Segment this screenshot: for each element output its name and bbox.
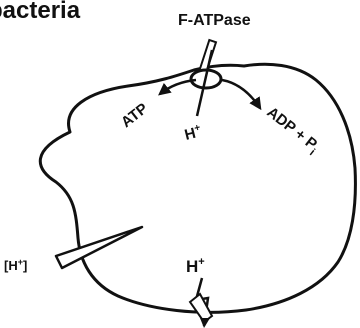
proton-channel-icon xyxy=(188,277,214,328)
proton-inner-label: H+ xyxy=(183,122,204,144)
atp-label: ATP xyxy=(118,100,151,131)
proton-flux-line xyxy=(195,49,214,117)
title-fragment: bacteria xyxy=(0,0,81,24)
cell-membrane xyxy=(38,62,357,314)
micropipette-icon xyxy=(54,225,144,270)
proton-channel-label: H+ xyxy=(186,256,205,276)
external-proton-label: [H+] xyxy=(4,257,27,273)
f-atpase-label: F-ATPase xyxy=(178,12,251,29)
arrow-to-adp xyxy=(221,78,262,111)
arrow-to-atp xyxy=(158,78,197,96)
atpase-complex-icon xyxy=(189,38,223,90)
adp-pi-label: ADP + Pi xyxy=(261,104,322,158)
